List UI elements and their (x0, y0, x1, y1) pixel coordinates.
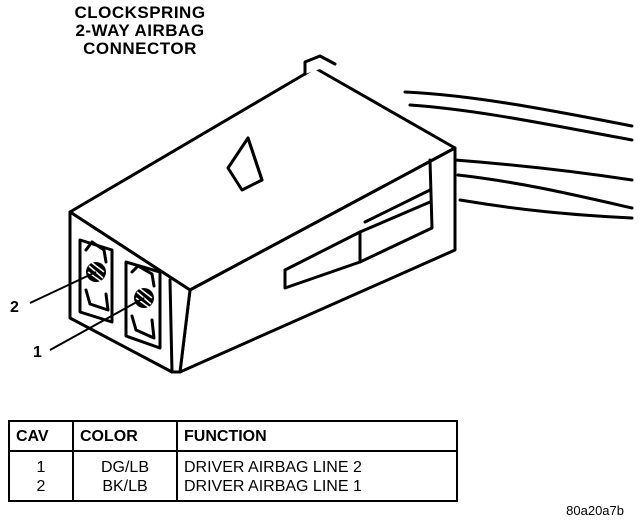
pinout-table: CAV COLOR FUNCTION 1 DG/LB DRIVER AIRBAG… (8, 420, 458, 502)
title-line: CLOCKSPRING (74, 3, 206, 22)
cell-cav: 2 (8, 477, 74, 502)
latch-tab (303, 54, 337, 76)
leader-line-2 (29, 271, 97, 304)
title-line: 2-WAY AIRBAG (75, 21, 205, 40)
callout-1: 1 (33, 344, 42, 361)
title-line: CONNECTOR (83, 39, 197, 58)
wire (453, 158, 634, 182)
table-row: 1 DG/LB DRIVER AIRBAG LINE 2 (8, 451, 458, 477)
header-function: FUNCTION (176, 420, 458, 452)
reference-code: 80a20a7b (566, 503, 624, 518)
wire (456, 173, 634, 210)
header-color: COLOR (72, 420, 178, 452)
cell-function: DRIVER AIRBAG LINE 2 (176, 451, 458, 477)
cell-function: DRIVER AIRBAG LINE 1 (176, 477, 458, 502)
wire (458, 198, 634, 220)
wire (403, 90, 634, 128)
cell-cav: 1 (8, 451, 74, 477)
cell-color: BK/LB (72, 477, 178, 502)
callout-2: 2 (10, 299, 19, 316)
table-row: 2 BK/LB DRIVER AIRBAG LINE 1 (8, 477, 458, 502)
header-cav: CAV (8, 420, 74, 452)
table-header-row: CAV COLOR FUNCTION (8, 420, 458, 452)
leader-line-1 (49, 297, 145, 351)
diagram-title: CLOCKSPRING 2-WAY AIRBAG CONNECTOR (40, 4, 240, 58)
cell-color: DG/LB (72, 451, 178, 477)
wire (408, 103, 634, 142)
